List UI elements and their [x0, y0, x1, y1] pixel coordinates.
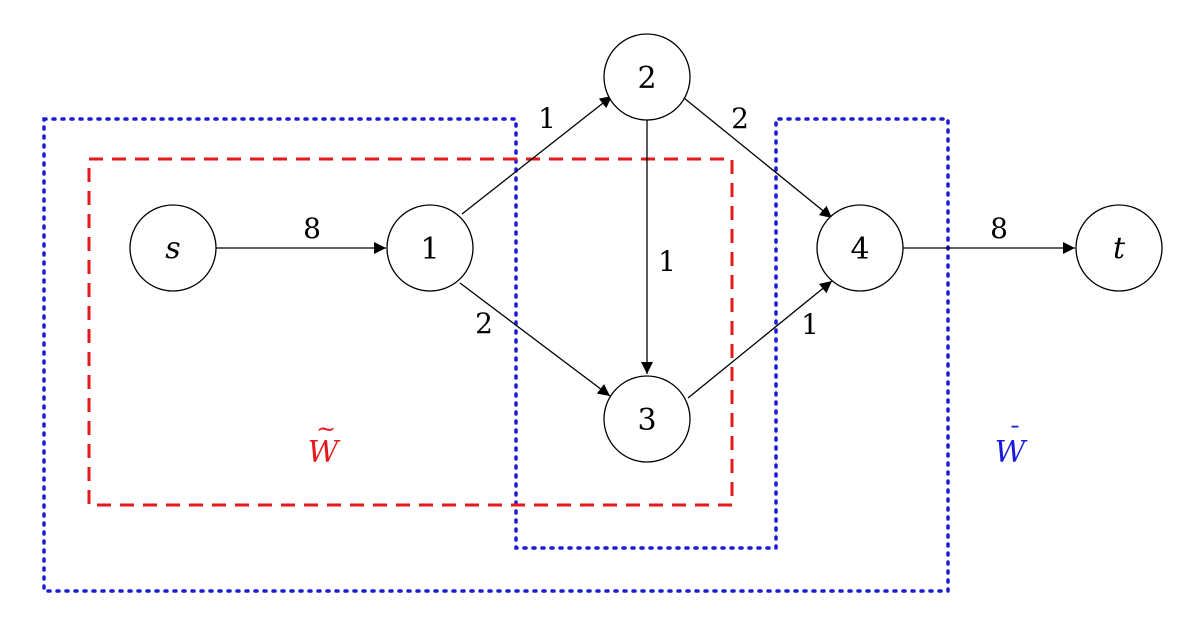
edge-1-3-capacity: 2 [475, 307, 493, 340]
node-3-label: 3 [637, 403, 656, 438]
edge-s-1-capacity: 8 [303, 212, 321, 245]
edge-2-4-capacity: 2 [731, 102, 749, 135]
node-t-circle [1075, 204, 1163, 292]
edge-2-4 [683, 97, 833, 219]
node-t: t [1075, 204, 1163, 292]
node-2: 2 [603, 33, 691, 121]
node-3-circle [603, 375, 691, 463]
edge-2-3-capacity: 1 [658, 245, 676, 278]
w-tilde-accent: ~ [316, 415, 336, 443]
node-1-circle [386, 204, 474, 292]
node-4-label: 4 [850, 232, 869, 267]
node-4: 4 [816, 204, 904, 292]
w-bar-letter: W [995, 435, 1028, 470]
node-t-label: t [1113, 231, 1126, 266]
w-bar-region-label: ¯ W [995, 422, 1028, 470]
node-1-label: 1 [420, 232, 439, 267]
node-1: 1 [386, 204, 474, 292]
w-tilde-region-label: ~ W [308, 415, 341, 470]
edge-1-3 [459, 282, 611, 397]
edge-labels: 8 1 2 1 2 1 8 [303, 102, 1008, 341]
edge-1-2-capacity: 1 [538, 102, 556, 135]
node-s: s [129, 204, 217, 292]
edge-1-2 [461, 95, 613, 215]
node-2-label: 2 [637, 61, 656, 96]
node-s-label: s [165, 231, 180, 266]
edges [216, 95, 1075, 399]
node-4-circle [816, 204, 904, 292]
edge-3-4 [687, 280, 833, 399]
w-bar-accent: ¯ [1009, 422, 1021, 450]
node-s-circle [129, 204, 217, 292]
node-3: 3 [603, 375, 691, 463]
w-bar-region-outline [42, 117, 950, 593]
w-tilde-letter: W [308, 435, 341, 470]
nodes: s 1 2 3 4 t [129, 33, 1163, 463]
node-2-circle [603, 33, 691, 121]
edge-3-4-capacity: 1 [801, 308, 819, 341]
edge-4-t-capacity: 8 [990, 212, 1008, 245]
w-tilde-region-outline [87, 157, 734, 507]
